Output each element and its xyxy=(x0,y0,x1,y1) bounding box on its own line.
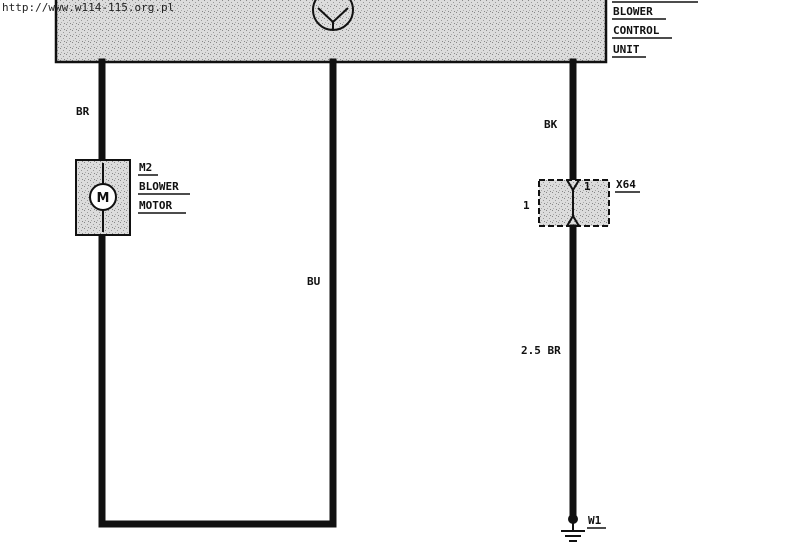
ground-ref: W1 xyxy=(588,514,602,527)
connector-pin-left: 1 xyxy=(523,199,530,212)
wire-motor-feed: BR xyxy=(76,58,337,528)
connector-x64: 1 1 X64 xyxy=(523,178,640,227)
control-unit-label-line3: UNIT xyxy=(613,43,640,56)
blower-motor: M M2 BLOWER MOTOR xyxy=(75,159,190,236)
wire-label-bk: BK xyxy=(544,118,558,131)
wire-ground: 2.5 BR xyxy=(521,224,577,520)
blower-control-unit: http://www.w114-115.org.pl xyxy=(2,0,608,64)
wire-unit-out: BK xyxy=(544,58,577,182)
connector-pin-right: 1 xyxy=(584,180,591,193)
watermark-url: http://www.w114-115.org.pl xyxy=(2,1,174,14)
wire-label-bu: BU xyxy=(307,275,321,288)
control-unit-symbol-icon xyxy=(312,0,354,31)
wire-return: BU xyxy=(307,58,337,528)
connector-ref: X64 xyxy=(616,178,636,191)
svg-text:M: M xyxy=(97,191,110,206)
motor-label-line2: MOTOR xyxy=(139,199,172,212)
ground-icon xyxy=(561,514,585,542)
motor-icon: M xyxy=(89,163,117,232)
control-unit-label-line1: BLOWER xyxy=(613,5,653,18)
connector-pin-icon xyxy=(566,179,580,227)
control-unit-label-line2: CONTROL xyxy=(613,24,660,37)
control-unit-label: BLOWER CONTROL UNIT xyxy=(612,1,698,58)
motor-label-line1: BLOWER xyxy=(139,180,179,193)
ground-w1: W1 xyxy=(561,514,606,542)
motor-ref: M2 xyxy=(139,161,152,174)
wire-label-br: BR xyxy=(76,105,90,118)
wire-label-2-5-br: 2.5 BR xyxy=(521,344,561,357)
control-unit-box xyxy=(54,0,608,64)
